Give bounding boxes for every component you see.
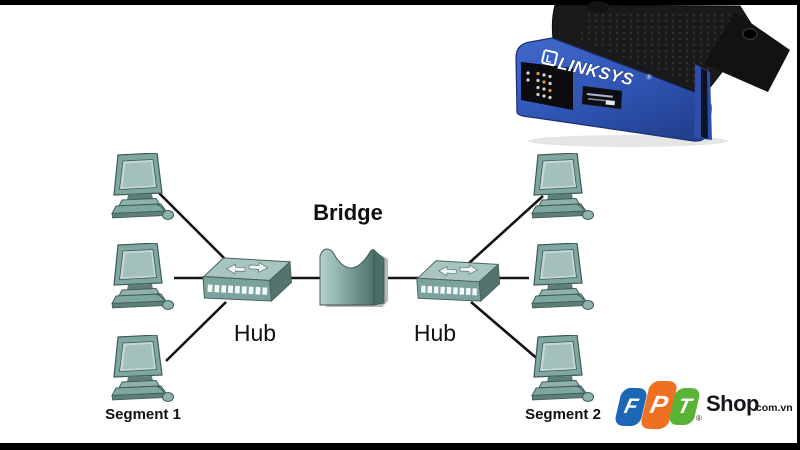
network-links bbox=[157, 191, 544, 362]
device-label-line bbox=[587, 97, 606, 102]
frame-bar-right bbox=[797, 0, 800, 450]
device-right-foot bbox=[704, 12, 790, 92]
fpt-letter-f: F bbox=[622, 394, 641, 419]
workstation-icon bbox=[531, 243, 595, 311]
frame-bar-bottom bbox=[0, 443, 800, 450]
hub-right-label: Hub bbox=[413, 320, 457, 346]
device-led-panel bbox=[521, 62, 573, 110]
linksys-registered-mark: ® bbox=[645, 73, 653, 82]
device-foot-hole bbox=[742, 27, 758, 41]
workstation-icon bbox=[111, 153, 175, 221]
fpt-registered-mark: ® bbox=[696, 414, 702, 423]
hub-icon bbox=[202, 257, 293, 302]
device-end-stripe bbox=[701, 68, 708, 139]
workstation-icon bbox=[111, 335, 175, 403]
fpt-domain-text: .com.vn bbox=[753, 402, 793, 414]
linksys-router-photo: L LINKSYS ® bbox=[515, 1, 790, 147]
hub-icon bbox=[416, 260, 501, 302]
network-link-line bbox=[467, 195, 544, 265]
workstation-icon bbox=[531, 335, 595, 403]
fpt-letter-t: T bbox=[675, 394, 694, 418]
fpt-shop-text: Shop bbox=[706, 391, 760, 416]
device-label-badge bbox=[605, 100, 615, 106]
network-link-line bbox=[470, 301, 541, 362]
bridge-icon bbox=[319, 248, 389, 308]
bridge-label: Bridge bbox=[313, 200, 383, 225]
device-label-line bbox=[586, 92, 613, 98]
device-vent-grid bbox=[578, 10, 746, 88]
linksys-mark-icon bbox=[541, 49, 559, 67]
segment2-label: Segment 2 bbox=[525, 406, 601, 423]
network-link-line bbox=[157, 191, 231, 265]
fpt-letter-p: P bbox=[647, 390, 671, 419]
network-link-line bbox=[165, 301, 227, 362]
device-rear-foot bbox=[587, 1, 609, 13]
workstation-icon bbox=[531, 153, 595, 221]
workstation-icon bbox=[111, 243, 175, 311]
hub-left-label: Hub bbox=[233, 320, 277, 346]
device-led-lights bbox=[526, 71, 552, 100]
segment1-label: Segment 1 bbox=[105, 406, 181, 423]
linksys-mark-letter: L bbox=[545, 54, 553, 66]
frame-bar-top bbox=[0, 0, 800, 5]
fpt-shop-logo: F P T ® Shop .com.vn bbox=[613, 378, 793, 432]
